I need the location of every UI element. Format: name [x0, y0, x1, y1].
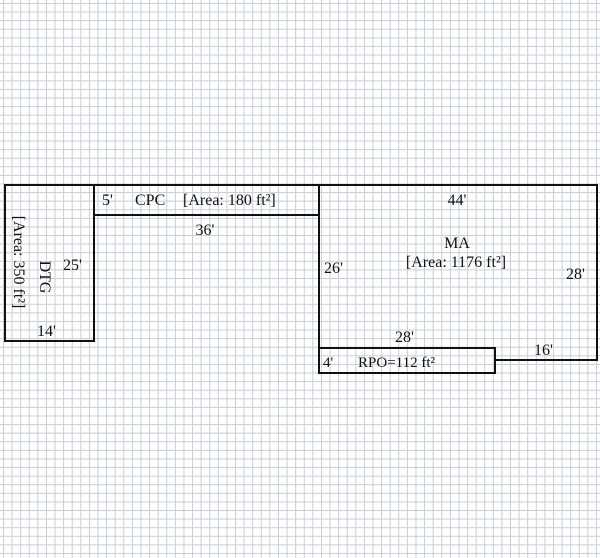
cpc-name: CPC	[135, 192, 165, 209]
cpc-area: [Area: 180 ft²]	[183, 192, 276, 209]
dtg-name-group: DTG	[36, 261, 53, 294]
ma-bottom-right-label: 16'	[534, 342, 553, 359]
room-dtg-outline	[4, 184, 95, 342]
rpo-depth-label: 4'	[323, 355, 334, 371]
cpc-depth-label: 5'	[102, 192, 113, 209]
rpo-label: RPO=112 ft²	[358, 355, 435, 371]
dtg-name: DTG	[36, 261, 53, 294]
dtg-width-label: 14'	[37, 323, 56, 340]
ma-top-label: 44'	[448, 192, 467, 209]
dtg-height-label: 25'	[63, 257, 82, 274]
dtg-area-group: [Area: 350 ft²]	[10, 216, 27, 309]
room-ma-outline	[319, 184, 598, 361]
ma-area: [Area: 1176 ft²]	[406, 254, 506, 271]
cpc-length-label: 36'	[196, 222, 215, 239]
ma-name: MA	[444, 235, 470, 252]
ma-right-label: 28'	[566, 266, 585, 283]
room-rpo-outline	[318, 347, 496, 374]
ma-bottom-label: 28'	[395, 329, 414, 346]
dtg-area: [Area: 350 ft²]	[10, 216, 27, 309]
ma-left-label: 26'	[324, 260, 343, 277]
